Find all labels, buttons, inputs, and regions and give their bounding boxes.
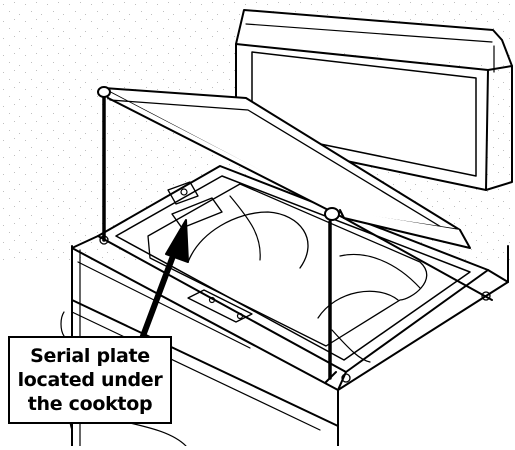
backguard — [235, 9, 513, 191]
callout-line: located under — [17, 369, 163, 391]
arrow-icon — [137, 219, 189, 347]
front-frame — [71, 235, 509, 391]
callout-line: Serial plate — [30, 345, 150, 367]
support-rods — [102, 96, 337, 383]
callout-line: the cooktop — [27, 393, 153, 415]
lifted-cooktop — [97, 86, 493, 301]
callout-box: Serial plate located under the cooktop — [8, 336, 172, 424]
serial-plate — [171, 197, 223, 229]
cooktop-tray — [97, 165, 491, 383]
